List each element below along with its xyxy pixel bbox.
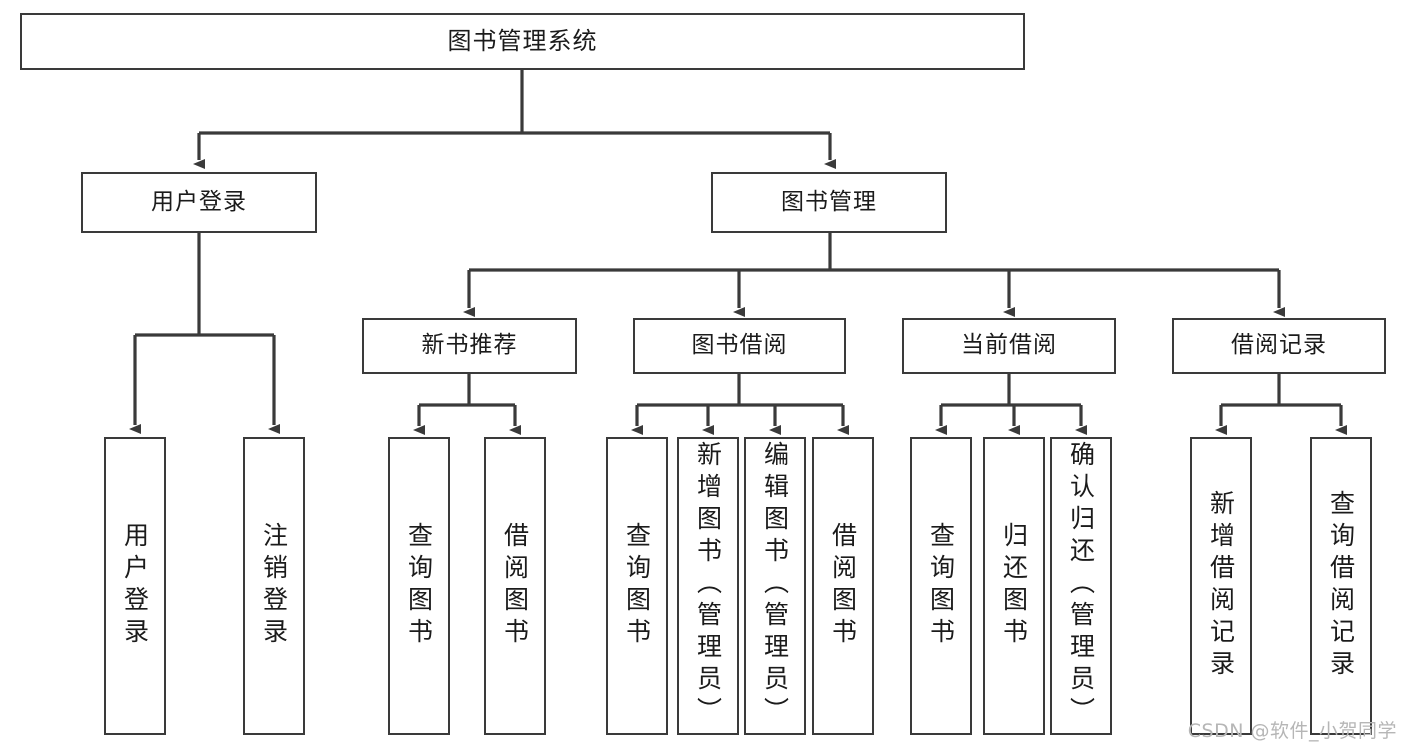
leaf-borrow-book[interactable]: 借阅图书: [812, 437, 874, 735]
node-label: 用户登录: [151, 188, 247, 215]
node-user-login[interactable]: 用户登录: [81, 172, 317, 233]
leaf-user-login[interactable]: 用户登录: [104, 437, 166, 735]
node-label: 用户登录: [120, 522, 150, 650]
node-label: 新增图书（管理员）: [693, 441, 723, 729]
leaf-query-borrow-record[interactable]: 查询借阅记录: [1310, 437, 1372, 735]
node-label: 借阅图书: [828, 522, 858, 650]
csdn-watermark: CSDN @软件_小贺同学: [1187, 720, 1397, 742]
node-label: 查询图书: [622, 522, 652, 650]
node-new-book-recommend[interactable]: 新书推荐: [362, 318, 577, 374]
node-label: 查询借阅记录: [1326, 490, 1356, 682]
node-label: 借阅记录: [1231, 332, 1327, 359]
node-label: 归还图书: [999, 522, 1029, 650]
leaf-query-book-newbook[interactable]: 查询图书: [388, 437, 450, 735]
node-label: 确认归还（管理员）: [1066, 441, 1096, 729]
node-current-borrow[interactable]: 当前借阅: [902, 318, 1116, 374]
node-label: 查询图书: [404, 522, 434, 650]
node-borrow-record[interactable]: 借阅记录: [1172, 318, 1386, 374]
node-book-borrow[interactable]: 图书借阅: [633, 318, 846, 374]
node-label: 查询图书: [926, 522, 956, 650]
leaf-return-book[interactable]: 归还图书: [983, 437, 1045, 735]
leaf-query-book-borrow[interactable]: 查询图书: [606, 437, 668, 735]
node-label: 注销登录: [259, 522, 289, 650]
leaf-logout[interactable]: 注销登录: [243, 437, 305, 735]
node-label: 当前借阅: [961, 332, 1057, 359]
node-label: 新增借阅记录: [1206, 490, 1236, 682]
leaf-edit-book-admin[interactable]: 编辑图书（管理员）: [744, 437, 806, 735]
node-label: 新书推荐: [421, 332, 518, 359]
node-label: 编辑图书（管理员）: [760, 441, 790, 729]
leaf-confirm-return-admin[interactable]: 确认归还（管理员）: [1050, 437, 1112, 735]
leaf-borrow-book-newbook[interactable]: 借阅图书: [484, 437, 546, 735]
leaf-query-book-current[interactable]: 查询图书: [910, 437, 972, 735]
leaf-add-book-admin[interactable]: 新增图书（管理员）: [677, 437, 739, 735]
leaf-add-borrow-record[interactable]: 新增借阅记录: [1190, 437, 1252, 735]
node-root-system[interactable]: 图书管理系统: [20, 13, 1025, 70]
node-label: 图书管理: [781, 188, 877, 215]
node-book-management[interactable]: 图书管理: [711, 172, 947, 233]
node-label: 借阅图书: [500, 522, 530, 650]
node-label: 图书借阅: [691, 332, 788, 359]
node-label: 图书管理系统: [447, 27, 598, 56]
